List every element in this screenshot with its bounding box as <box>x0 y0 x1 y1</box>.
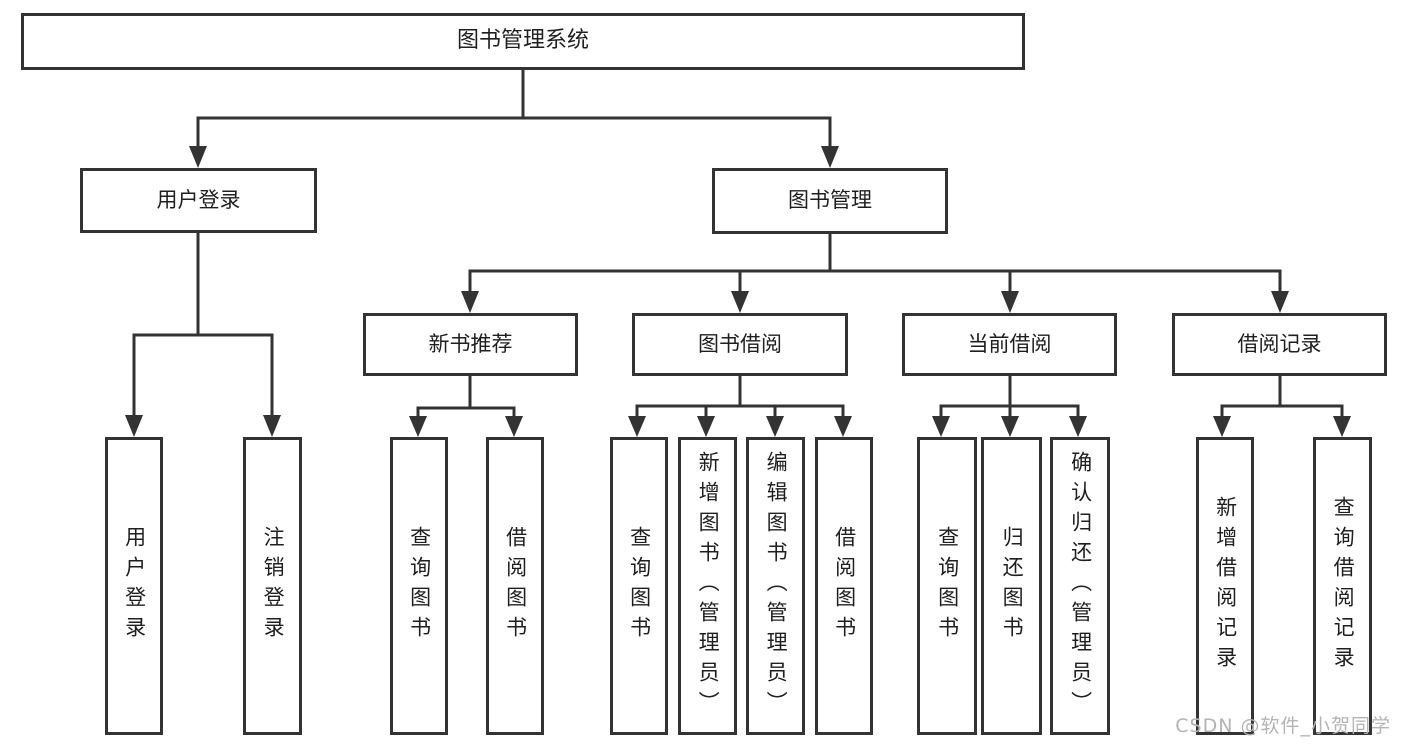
leaf-query-books-borrow: 查询图书 <box>610 437 668 735</box>
arrowhead-icon <box>125 415 143 437</box>
node-label: 当前借阅 <box>967 331 1052 356</box>
node-label: 借阅记录 <box>1237 331 1322 356</box>
arrowhead-icon <box>1069 416 1087 437</box>
arrowhead-icon <box>834 416 852 437</box>
node-user-login: 用户登录 <box>80 168 317 233</box>
arrowhead-icon <box>731 291 749 313</box>
arrowhead-icon <box>505 416 523 437</box>
arrowhead-icon <box>697 416 715 437</box>
watermark: CSDN @软件_小贺同学 <box>1175 715 1391 737</box>
leaf-user-login: 用户登录 <box>105 437 163 735</box>
node-label: 图书管理系统 <box>456 28 589 54</box>
node-label: 查询图书 <box>627 526 652 646</box>
node-label: 注销登录 <box>261 526 286 646</box>
connector-user-login-children <box>125 232 281 437</box>
leaf-add-book-admin: 新增图书（管理员） <box>678 437 737 735</box>
node-label: 归还图书 <box>1000 526 1025 646</box>
node-label: 图书借阅 <box>698 331 782 356</box>
leaf-add-borrow-record: 新增借阅记录 <box>1196 437 1254 735</box>
node-label: 查询图书 <box>407 526 432 646</box>
leaf-confirm-return-admin: 确认归还（管理员） <box>1050 437 1110 735</box>
node-label: 借阅图书 <box>503 526 528 646</box>
leaf-borrow-books: 借阅图书 <box>815 437 873 735</box>
node-label: 编辑图书（管理员） <box>764 451 789 721</box>
leaf-query-borrow-record: 查询借阅记录 <box>1313 437 1372 735</box>
node-label: 新增借阅记录 <box>1213 496 1238 676</box>
node-book-borrow: 图书借阅 <box>632 313 848 376</box>
arrowhead-icon <box>766 416 784 437</box>
connector-book-management-children <box>461 233 1289 313</box>
node-label: 新书推荐 <box>428 331 513 356</box>
node-label: 用户登录 <box>156 187 241 212</box>
leaf-query-books-recommend: 查询图书 <box>390 437 448 735</box>
node-label: 查询借阅记录 <box>1331 496 1356 676</box>
leaf-logout: 注销登录 <box>243 437 302 735</box>
connector-book-borrow-children <box>628 376 852 437</box>
node-new-book-recommend: 新书推荐 <box>363 313 578 376</box>
leaf-borrow-books-recommend: 借阅图书 <box>486 437 544 735</box>
node-current-borrow: 当前借阅 <box>902 313 1117 376</box>
arrowhead-icon <box>461 291 479 313</box>
node-label: 用户登录 <box>122 526 147 646</box>
node-label: 查询图书 <box>935 526 960 646</box>
arrowhead-icon <box>628 416 646 437</box>
arrowhead-icon <box>1001 416 1019 437</box>
node-label: 新增图书（管理员） <box>696 451 721 721</box>
arrowhead-icon <box>409 416 427 437</box>
node-library-system: 图书管理系统 <box>21 13 1025 70</box>
arrowhead-icon <box>821 146 839 168</box>
connector-current-borrow-children <box>932 376 1087 437</box>
arrowhead-icon <box>1333 416 1351 437</box>
node-book-management: 图书管理 <box>712 168 948 234</box>
arrowhead-icon <box>1271 291 1289 313</box>
connector-borrow-records-children <box>1213 376 1351 437</box>
leaf-return-book: 归还图书 <box>981 437 1042 735</box>
connector-root-to-level2 <box>189 69 839 168</box>
arrowhead-icon <box>189 146 207 168</box>
connector-new-book-children <box>409 376 523 437</box>
leaf-edit-book-admin: 编辑图书（管理员） <box>746 437 805 735</box>
arrowhead-icon <box>263 415 281 437</box>
node-label: 确认归还（管理员） <box>1068 451 1093 721</box>
node-borrow-records: 借阅记录 <box>1172 313 1387 376</box>
arrowhead-icon <box>1213 416 1231 437</box>
arrowhead-icon <box>932 416 950 437</box>
node-label: 图书管理 <box>788 188 872 213</box>
leaf-query-books-current: 查询图书 <box>917 437 977 735</box>
node-label: 借阅图书 <box>832 526 857 646</box>
arrowhead-icon <box>1001 291 1019 313</box>
